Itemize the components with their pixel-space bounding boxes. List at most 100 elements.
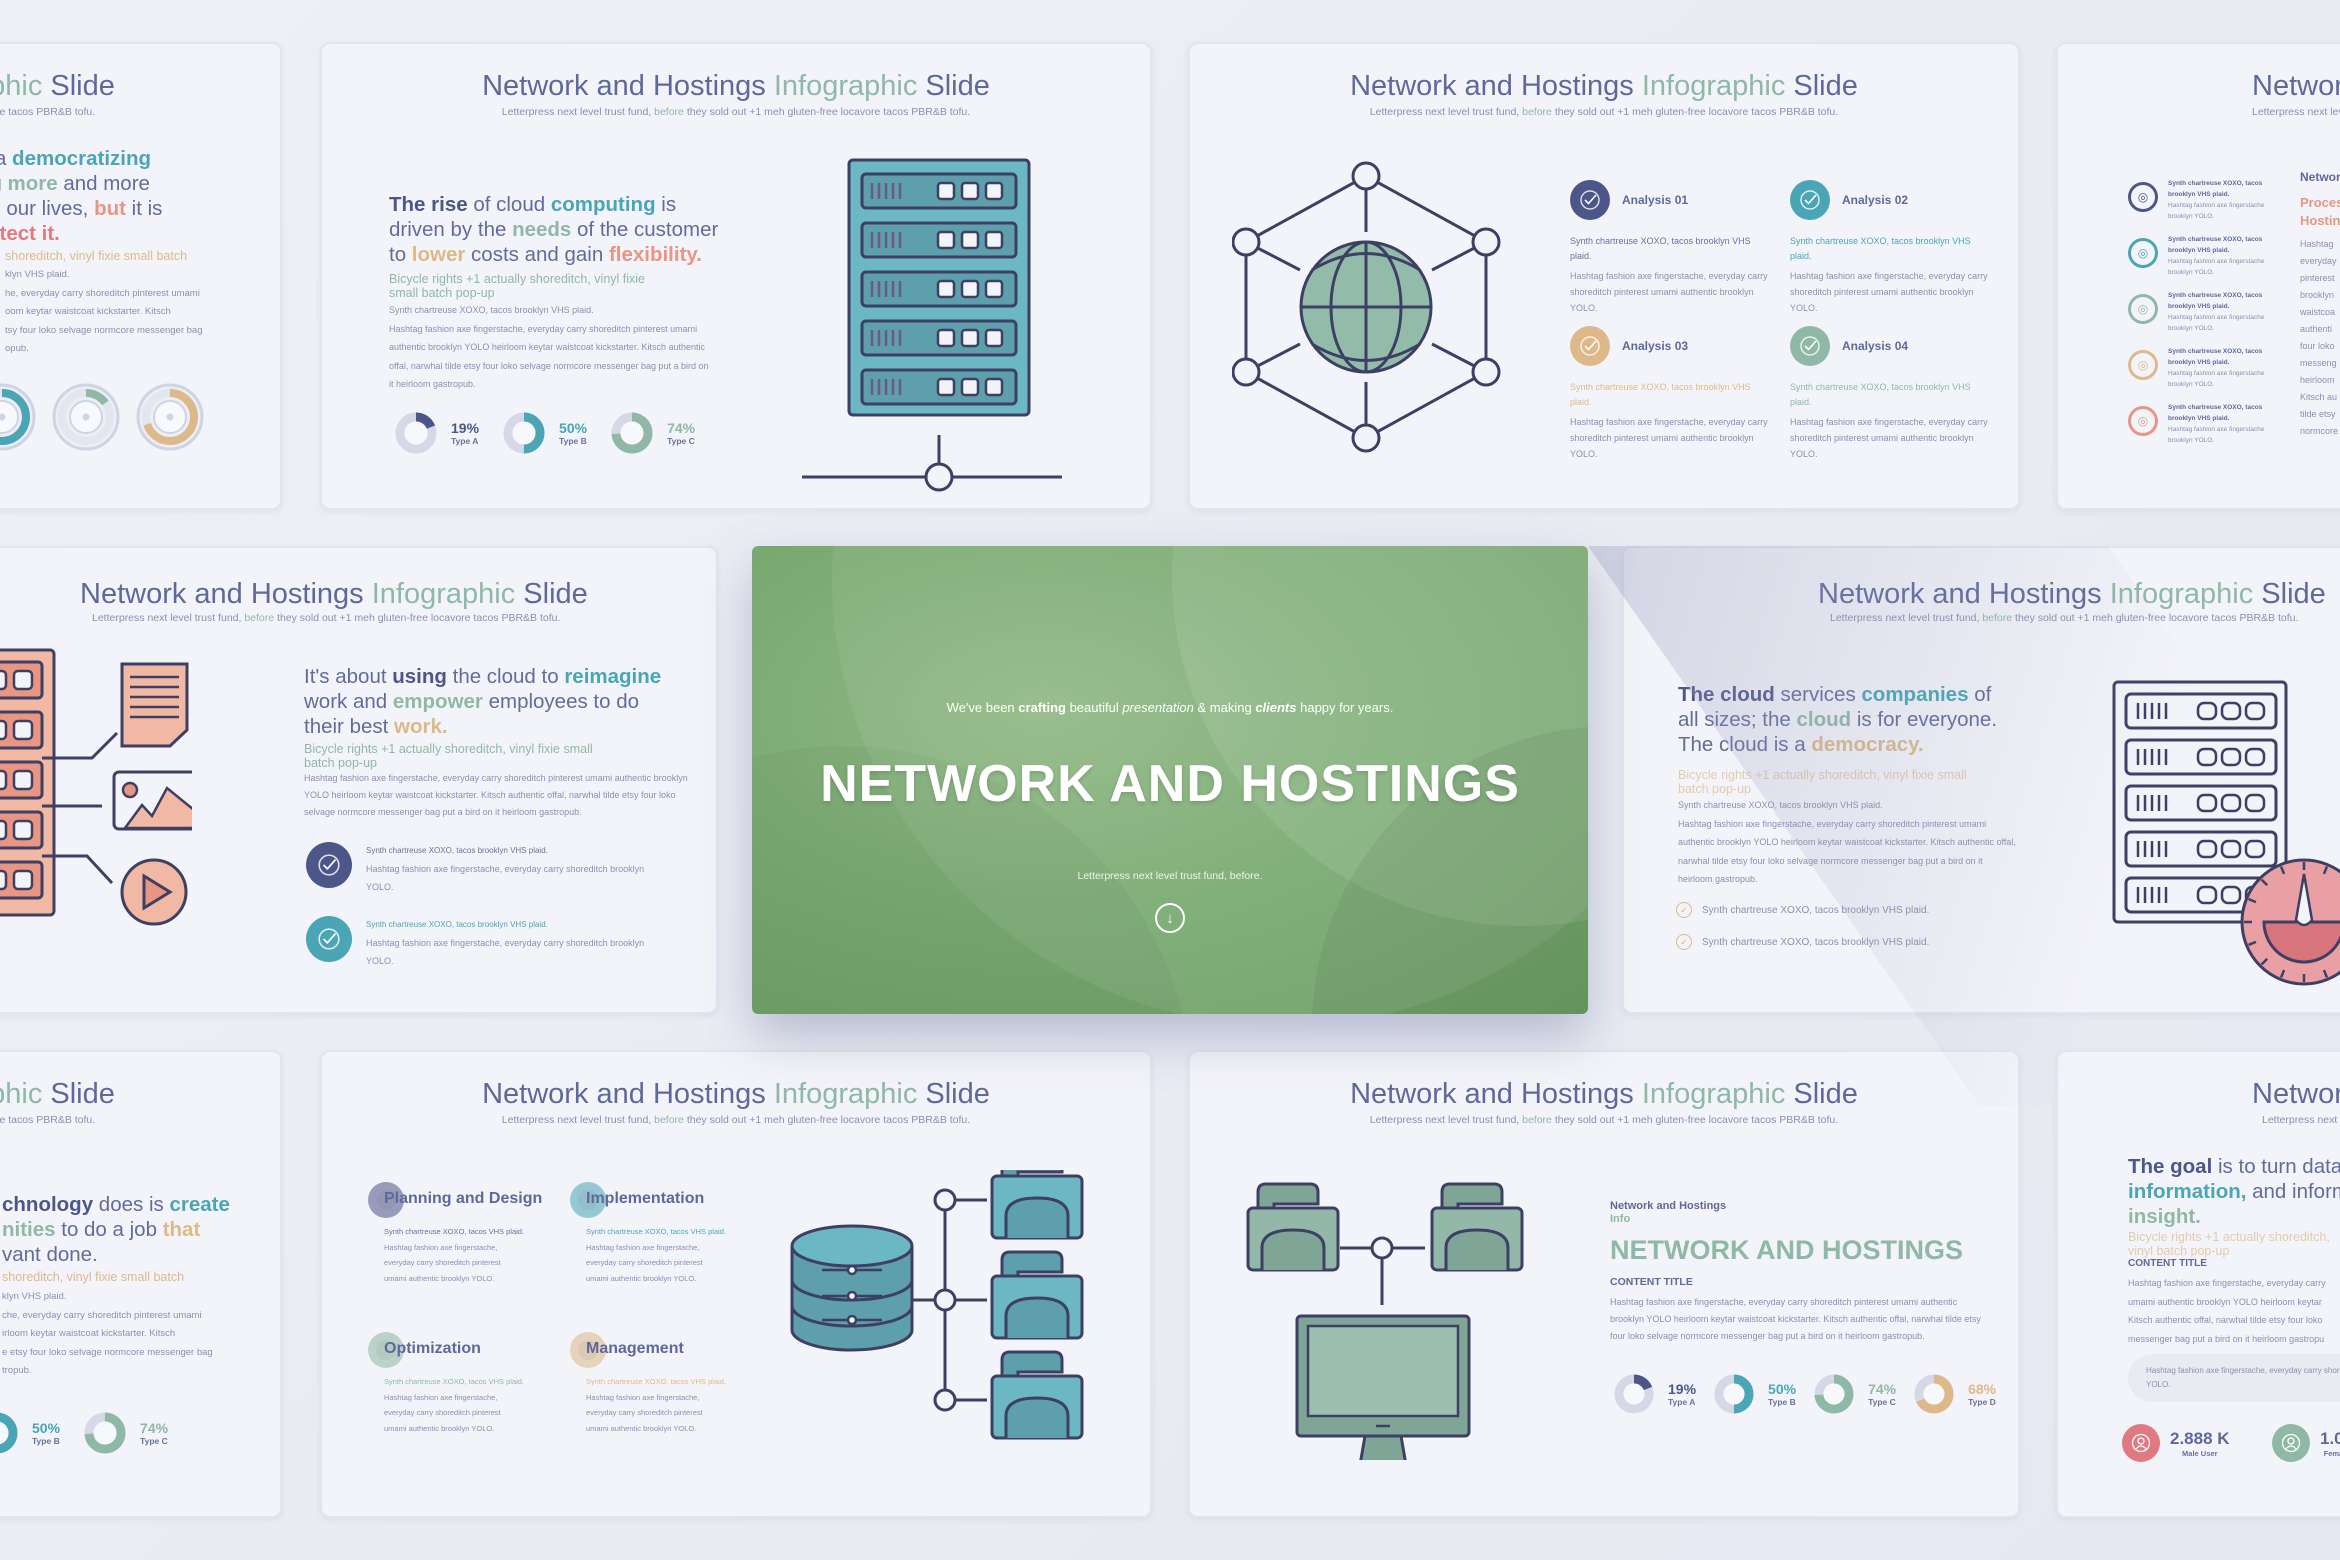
- hero-slide[interactable]: We've been crafting beautiful presentati…: [752, 546, 1588, 1014]
- slide-card-info[interactable]: Network and Hostings Infographic Slide L…: [1188, 1050, 2020, 1518]
- donut-percent: 68%: [1968, 1381, 1997, 1397]
- box-icon: ◎: [2128, 294, 2158, 324]
- donut-label: Type B: [559, 436, 587, 446]
- process-item: ◎ Synth chartreuse XOXO, tacos brooklyn …: [2128, 290, 2278, 334]
- process-title: Synth chartreuse XOXO, tacos brooklyn VH…: [2168, 292, 2263, 310]
- slide-subtitle: Letterpress next level trust fund, befor…: [501, 106, 971, 118]
- analysis-body: Hashtag fashion axe fingerstache, everyd…: [1790, 271, 1988, 313]
- body-line: authenti: [2300, 324, 2333, 334]
- slide-card-reimagine-work[interactable]: Network and Hostings Infographic Slide L…: [0, 546, 718, 1014]
- donut-chart: 50%Type B: [497, 406, 587, 460]
- slide-body: Hashtag fashion axe fingerstache, everyd…: [304, 773, 688, 817]
- slide-subtitle: Letterpress next level trust fund, befor…: [1369, 106, 1839, 118]
- body-line: Hashtag: [2300, 239, 2334, 249]
- slide-card-cloud-democracy[interactable]: Network and Hostings Infographic Slide L…: [1622, 546, 2340, 1014]
- slide-headline: s a democratizing ng more and more ith o…: [0, 146, 162, 246]
- analysis-item: Analysis 01 Synth chartreuse XOXO, tacos…: [1570, 180, 1770, 316]
- headline-fragment: flexibility.: [608, 243, 702, 266]
- step-body-line: Hashtag fashion axe fingerstache,: [586, 1242, 700, 1252]
- body-line: tropub.: [2, 1365, 32, 1376]
- check-lead: Synth chartreuse XOXO, tacos brooklyn VH…: [366, 920, 548, 929]
- check-body: Hashtag fashion axe fingerstache, everyd…: [366, 938, 645, 966]
- arrow-down-circle-icon[interactable]: ↓: [1155, 903, 1185, 933]
- body-line: heirloom: [2300, 375, 2335, 385]
- check-circle-icon: [306, 842, 352, 888]
- step-title: Optimization: [384, 1340, 481, 1357]
- slide-subtitle: Letterpress next level trust fund,: [2252, 106, 2340, 118]
- headline-fragment: lower: [411, 243, 466, 266]
- headline-fragment: ng: [0, 172, 8, 195]
- check-item: Synth chartreuse XOXO, tacos brooklyn VH…: [306, 916, 646, 970]
- process-item: ◎ Synth chartreuse XOXO, tacos brooklyn …: [2128, 346, 2278, 390]
- body-line: klyn VHS plaid.: [2, 1291, 67, 1302]
- headline-fragment: that: [162, 1218, 201, 1241]
- server-rack-illustration: [802, 158, 1062, 492]
- headline-fragment: work and: [304, 690, 388, 713]
- step-body-line: everyday carry shoreditch pinterest: [586, 1408, 703, 1417]
- info-body: Hashtag fashion axe fingerstache, everyd…: [1610, 1297, 1981, 1341]
- donut-percent: 74%: [140, 1420, 169, 1436]
- slide-lead: Bicycle rights +1 actually shoreditch, v…: [304, 742, 593, 770]
- slide-title: Network and Hostings Infographic Slide: [0, 70, 115, 102]
- slide-title: Network and Hostings: [2252, 70, 2340, 102]
- slide-card-cloud-computing[interactable]: Network and Hostings Infographic Slide L…: [320, 42, 1152, 510]
- headline-fragment: more: [7, 172, 58, 195]
- donut-chart: 74%Type C: [605, 406, 695, 460]
- donut-label: Type B: [1768, 1397, 1796, 1407]
- process-body: Hashtag fashion axe fingerstache brookly…: [2168, 370, 2265, 388]
- slide-card-analysis[interactable]: Network and Hostings Infographic Slide L…: [1188, 42, 2020, 510]
- user-stat: 1.07Female: [2272, 1424, 2340, 1462]
- headline-fragment: s a: [0, 147, 12, 170]
- headline-fragment: democratizing: [12, 147, 152, 170]
- slide-card-steps[interactable]: Network and Hostings Infographic Slide L…: [320, 1050, 1152, 1518]
- rack-unit: [2124, 692, 2278, 730]
- step-lead: Synth chartreuse XOXO, tacos VHS plaid.: [586, 1377, 727, 1386]
- donut-center: [1923, 1383, 1945, 1405]
- ring-chart: [136, 383, 204, 451]
- slide-title: Network and Hostings Infographic Slide: [0, 1078, 115, 1110]
- check-item: Synth chartreuse XOXO, tacos brooklyn VH…: [306, 842, 646, 896]
- slide-headline: The goal is to turn data information, an…: [2128, 1154, 2340, 1229]
- donut-percent: 19%: [451, 420, 480, 436]
- slide-card-goal[interactable]: Network and Hostings Letterpress next le…: [2056, 1050, 2340, 1518]
- body-line: Kitsch authentic offal, narwhal tilde et…: [2128, 1315, 2323, 1325]
- slide-card-process[interactable]: Network and Hostings Letterpress next le…: [2056, 42, 2340, 510]
- analysis-body: Hashtag fashion axe fingerstache, everyd…: [1570, 417, 1768, 459]
- body-line: opub.: [5, 343, 29, 354]
- headline-fragment: and inform: [2252, 1180, 2340, 1203]
- slide-headline: It's about using the cloud to reimagine …: [304, 664, 661, 739]
- slide-headline: The rise of cloud computing is driven by…: [389, 192, 718, 267]
- step-lead: Synth chartreuse XOXO, tacos VHS plaid.: [586, 1227, 727, 1236]
- donut-center: [404, 421, 428, 445]
- donut-value-arc: [1814, 1374, 1854, 1414]
- tagline-fragment: presentation: [1122, 700, 1194, 715]
- donut-value-arc: [0, 1412, 18, 1454]
- slide-card-democratizing[interactable]: Network and Hostings Infographic Slide L…: [0, 42, 282, 510]
- analysis-lead: Synth chartreuse XOXO, tacos brooklyn VH…: [1570, 382, 1751, 407]
- check-icon: ✓: [1676, 902, 1692, 918]
- donut-chart: 68%Type D: [1908, 1368, 1996, 1420]
- headline-fragment: using: [392, 665, 447, 688]
- slide-card-technology[interactable]: Network and Hostings Infographic Slide L…: [0, 1050, 282, 1518]
- check-lead: Synth chartreuse XOXO, tacos brooklyn VH…: [366, 846, 548, 855]
- body-line: normcore: [2300, 426, 2339, 436]
- check-circle-icon: [1570, 326, 1610, 366]
- folder-icon: [990, 1350, 1084, 1440]
- step-body-line: everyday carry shoreditch pinterest: [384, 1408, 501, 1417]
- donut-chart: 74%Type C: [78, 1406, 168, 1460]
- stat-value: 1.07: [2320, 1428, 2340, 1448]
- user-icon: [2272, 1424, 2310, 1462]
- analysis-title: Analysis 03: [1622, 339, 1689, 353]
- step-body-line: everyday carry shoreditch pinterest: [586, 1258, 703, 1267]
- stat-label: Male User: [2182, 1448, 2218, 1458]
- donut-chart: 19%Type A: [1608, 1368, 1696, 1420]
- step-dot-icon: [368, 1182, 404, 1218]
- body-line: everyday: [2300, 256, 2337, 266]
- donut-chart: 74%Type C: [1808, 1368, 1896, 1420]
- folder-icon: [1430, 1182, 1524, 1272]
- check-circle-icon: [1570, 180, 1610, 220]
- section-heading: Networ: [2300, 170, 2340, 184]
- donut-center: [1623, 1383, 1645, 1405]
- section-subheading: ProcessHosting: [2300, 195, 2340, 228]
